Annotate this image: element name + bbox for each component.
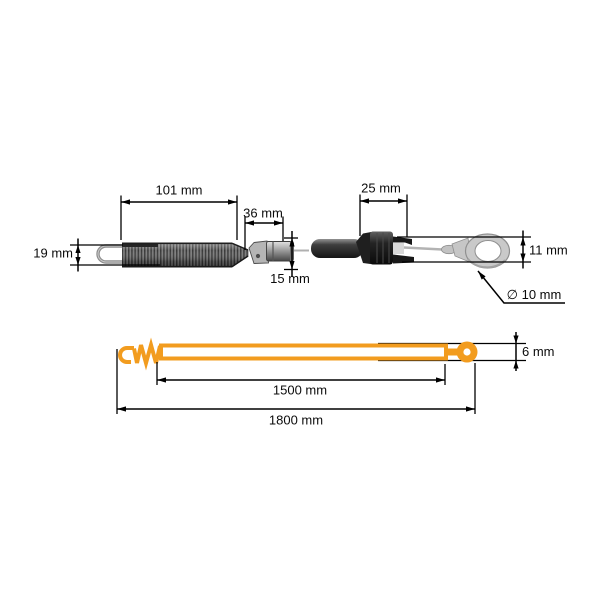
dimension-inner-length: 1500 mm	[156, 362, 446, 398]
schematic-cable-illustration	[118, 337, 478, 371]
schematic-housing	[159, 343, 448, 361]
schematic-view: 6 mm 1500 mm 1800 mm	[116, 332, 555, 428]
detail-view-left: 101 mm 36 mm 19 mm 15 mm	[33, 183, 310, 287]
detail-view-right: 25 mm 11 mm ∅ 10 mm	[311, 181, 568, 304]
dimension-label-fitting-length: 25 mm	[361, 181, 401, 196]
dimension-label-spring-length: 101 mm	[156, 183, 203, 198]
dimension-label-cable-thickness: 6 mm	[522, 344, 555, 359]
schematic-link	[446, 348, 458, 356]
cable-illustration	[311, 239, 363, 258]
dimension-eyelet-hole-diameter: ∅ 10 mm	[477, 270, 565, 304]
dimension-label-total-length: 1800 mm	[269, 413, 323, 428]
tension-spring-illustration	[122, 242, 249, 268]
spring-hook-illustration	[96, 244, 160, 264]
dimension-label-connector-height: 15 mm	[270, 271, 310, 286]
schematic-hook	[118, 346, 134, 364]
dimension-label-eyelet-height: 11 mm	[529, 243, 568, 258]
dimension-label-eyelet-hole-diameter: ∅ 10 mm	[507, 287, 562, 302]
dimension-connector-height: 15 mm	[270, 231, 310, 286]
end-fitting-illustration	[356, 231, 414, 265]
dimension-total-length: 1800 mm	[116, 349, 476, 428]
eyelet-illustration	[403, 233, 511, 269]
dimension-spring-length: 101 mm	[120, 183, 238, 240]
dimension-eyelet-height: 11 mm	[397, 230, 568, 269]
adjuster-illustration	[248, 240, 309, 264]
dimension-label-adjuster-offset: 36 mm	[243, 206, 283, 221]
dimension-hook-height: 19 mm	[33, 238, 160, 272]
schematic-eyelet-hole	[463, 348, 471, 356]
dimension-adjuster-offset: 36 mm	[243, 206, 284, 250]
dimension-label-inner-length: 1500 mm	[273, 383, 327, 398]
dimension-fitting-length: 25 mm	[359, 181, 408, 238]
dimension-label-hook-height: 19 mm	[33, 246, 73, 261]
schematic-spring-zigzag	[132, 337, 163, 371]
